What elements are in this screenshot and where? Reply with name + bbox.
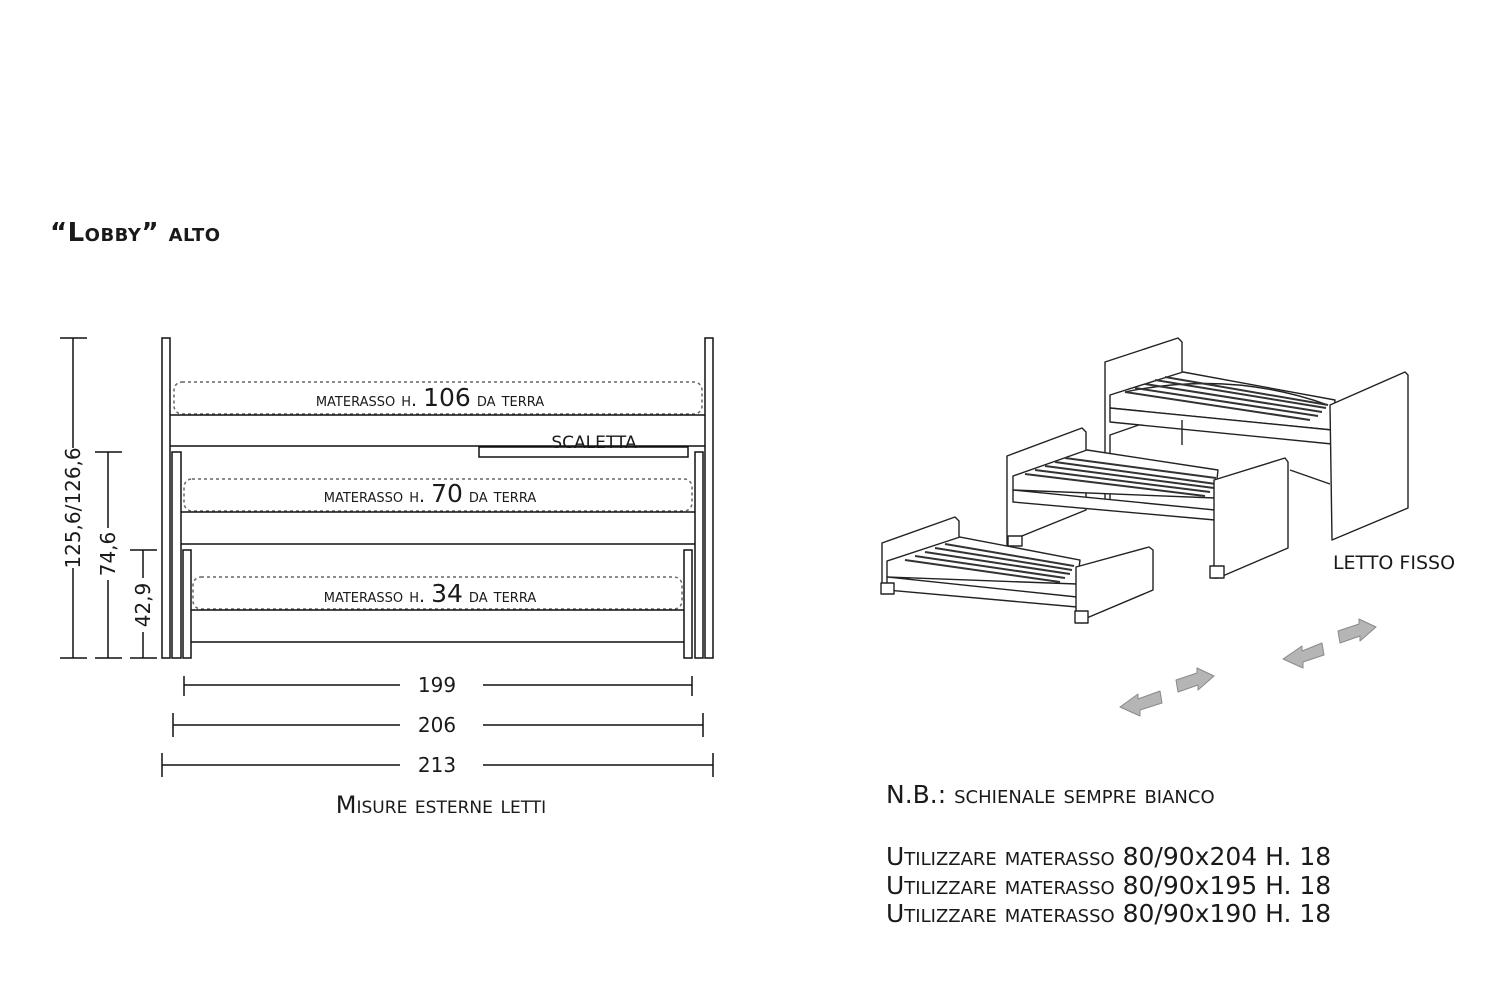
arrow-left-icon bbox=[1119, 690, 1163, 717]
mattress-note: Utilizzare materasso 80/90x190 H. 18 bbox=[886, 899, 1331, 928]
arrow-left-icon bbox=[1282, 642, 1325, 669]
caster bbox=[1007, 535, 1023, 547]
outer-post-right bbox=[704, 337, 714, 659]
page-title: “Lobby” alto bbox=[50, 218, 221, 248]
middle-post-right bbox=[694, 451, 704, 659]
horizontal-dimension-lines bbox=[161, 676, 714, 777]
bottom-post-right bbox=[683, 549, 693, 659]
mattress-label-top: materasso h. 106 da terra bbox=[316, 383, 544, 412]
elevation-drawing bbox=[60, 337, 714, 777]
mattress-note-label: Utilizzare materasso bbox=[886, 899, 1115, 928]
dimension-height-bottom: 42,9 bbox=[131, 583, 155, 628]
arrow-right-icon bbox=[1337, 618, 1377, 644]
mattress-label-middle: materasso h. 70 da terra bbox=[324, 479, 537, 508]
vertical-dimension-lines bbox=[60, 337, 157, 659]
dimension-width-213: 213 bbox=[418, 753, 456, 777]
ladder-label: SCALETTA bbox=[551, 433, 637, 453]
mattress-note-label: Utilizzare materasso bbox=[886, 842, 1115, 871]
mattress-middle bbox=[183, 478, 693, 512]
perspective-drawing bbox=[880, 337, 1409, 717]
mattress-note: Utilizzare materasso 80/90x195 H. 18 bbox=[886, 871, 1331, 900]
bed-fixed bbox=[1104, 337, 1409, 541]
dimension-width-199: 199 bbox=[418, 673, 456, 697]
mattress-bottom bbox=[192, 576, 683, 610]
mattress-label-bottom: materasso h. 34 da terra bbox=[324, 579, 537, 608]
arrow-right-icon bbox=[1175, 667, 1215, 693]
caster bbox=[1074, 610, 1089, 624]
bed-middle bbox=[1006, 427, 1289, 579]
bottom-post-left bbox=[182, 549, 192, 659]
dimension-caption: Misure esterne letti bbox=[336, 791, 546, 819]
note-backrest: N.B.: schienale sempre bianco bbox=[886, 780, 1215, 809]
dimension-width-206: 206 bbox=[418, 713, 456, 737]
slide-arrows bbox=[1119, 618, 1377, 717]
mattress-note-label: Utilizzare materasso bbox=[886, 871, 1115, 900]
outer-post-left bbox=[161, 337, 171, 659]
ladder bbox=[478, 446, 689, 458]
fixed-bed-label: LETTO FISSO bbox=[1333, 552, 1455, 574]
bed-bottom bbox=[880, 516, 1154, 624]
mattress-note-size: 80/90x190 H. 18 bbox=[1122, 899, 1332, 928]
mattress-note-size: 80/90x204 H. 18 bbox=[1122, 842, 1332, 871]
caster bbox=[880, 582, 895, 595]
mattress-note-size: 80/90x195 H. 18 bbox=[1122, 871, 1332, 900]
caster bbox=[1209, 565, 1225, 579]
dimension-height-total: 125,6/126,6 bbox=[61, 447, 85, 568]
middle-post-left bbox=[171, 451, 182, 659]
mattress-note: Utilizzare materasso 80/90x204 H. 18 bbox=[886, 842, 1331, 871]
dimension-height-middle: 74,6 bbox=[96, 532, 120, 577]
